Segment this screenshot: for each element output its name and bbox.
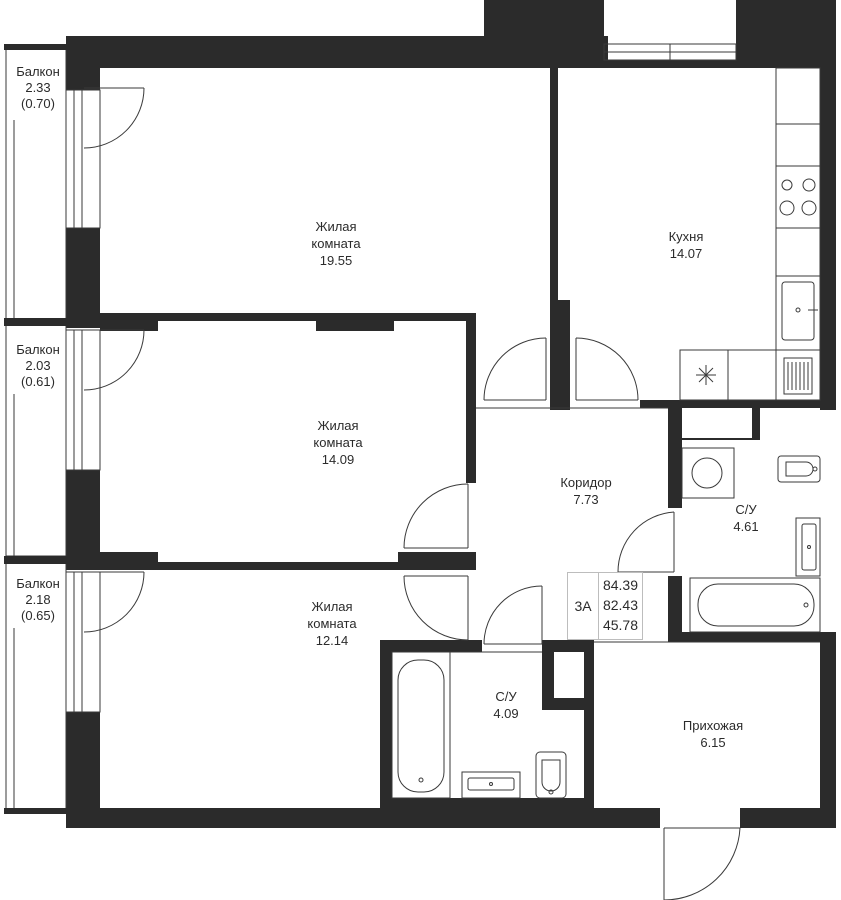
room-label-bath2: С/У 4.09 (476, 688, 536, 722)
bath2-fixtures (391, 651, 567, 799)
room-area: 4.09 (493, 706, 519, 721)
room-name: комната (313, 435, 363, 450)
room-label-hallway: Прихожая 6.15 (668, 717, 758, 751)
room-name: Кухня (668, 229, 704, 244)
room-area: 14.09 (321, 452, 355, 467)
balcony-area: 2.18 (25, 592, 51, 607)
bath1-fixtures (681, 447, 821, 633)
living-area: 45.78 (602, 617, 639, 633)
balcony-label-1: Балкон 2.33 (0.70) (6, 64, 70, 112)
balcony-area: 2.03 (25, 358, 51, 373)
room-area: 6.15 (700, 735, 726, 750)
room-area: 4.61 (733, 519, 759, 534)
balcony-label-3: Балкон 2.18 (0.65) (6, 576, 70, 624)
room-name: С/У (495, 689, 517, 704)
apartment-summary: 3А 84.39 82.43 45.78 (567, 572, 643, 640)
door-swings (83, 87, 741, 900)
room-area: 12.14 (315, 633, 349, 648)
room-name: С/У (735, 502, 757, 517)
room-name: комната (307, 616, 357, 631)
room-name: Коридор (560, 475, 612, 490)
apartment-areas: 84.39 82.43 45.78 (599, 575, 642, 635)
room-label-bath1: С/У 4.61 (716, 501, 776, 535)
boiler-icon (696, 365, 716, 385)
balcony-name: Балкон (16, 342, 60, 357)
balcony-name: Балкон (16, 64, 60, 79)
room-label-corridor: Коридор 7.73 (546, 474, 626, 508)
balcony-reduced-area: (0.61) (21, 374, 55, 389)
room-area: 14.07 (669, 246, 703, 261)
balconies (5, 47, 67, 813)
room-label-living1: Жилая комната 19.55 (296, 218, 376, 269)
walls (66, 0, 836, 828)
room-name: комната (311, 236, 361, 251)
balcony-reduced-area: (0.70) (21, 96, 55, 111)
balcony-area: 2.33 (25, 80, 51, 95)
room-label-living3: Жилая комната 12.14 (292, 598, 372, 649)
room-name: Жилая (317, 418, 359, 433)
room-area: 7.73 (573, 492, 599, 507)
balcony-reduced-area: (0.65) (21, 608, 55, 623)
room-name: Жилая (311, 599, 353, 614)
kitchen-fixtures (679, 67, 821, 401)
room-area: 19.55 (319, 253, 353, 268)
room-name: Жилая (315, 219, 357, 234)
total-area: 84.39 (602, 577, 639, 593)
area-no-balcony: 82.43 (602, 597, 639, 613)
balcony-name: Балкон (16, 576, 60, 591)
room-name: Прихожая (682, 718, 744, 733)
balcony-label-2: Балкон 2.03 (0.61) (6, 342, 70, 390)
room-label-living2: Жилая комната 14.09 (298, 417, 378, 468)
room-label-kitchen: Кухня 14.07 (646, 228, 726, 262)
apartment-code: 3А (568, 573, 599, 639)
